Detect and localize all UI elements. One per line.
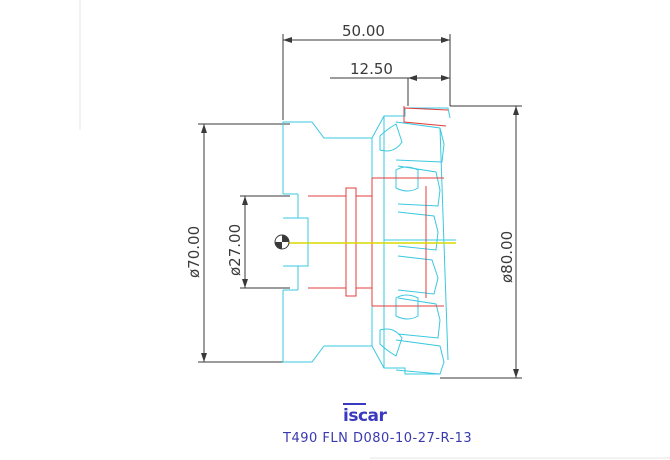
- dim-bore-diameter: ø27.00: [226, 224, 244, 276]
- dim-shank-diameter: ø70.00: [185, 226, 203, 278]
- sheet-frame: [79, 0, 670, 459]
- dim-overall-length: 50.00: [342, 22, 385, 40]
- part-caption: T490 FLN D080-10-27-R-13: [282, 431, 472, 446]
- dimension-arrows: [201, 37, 519, 378]
- brand-logo-text: iscar: [343, 406, 387, 426]
- dimension-lines: [198, 34, 522, 379]
- section-lines: [308, 106, 449, 307]
- dim-insert-offset: 12.50: [350, 60, 393, 78]
- brand-logo: iscar: [343, 403, 388, 426]
- dim-cutting-diameter: ø80.00: [498, 231, 516, 283]
- center-mark-icon: [274, 234, 290, 250]
- cutter-body-outline: [282, 107, 456, 375]
